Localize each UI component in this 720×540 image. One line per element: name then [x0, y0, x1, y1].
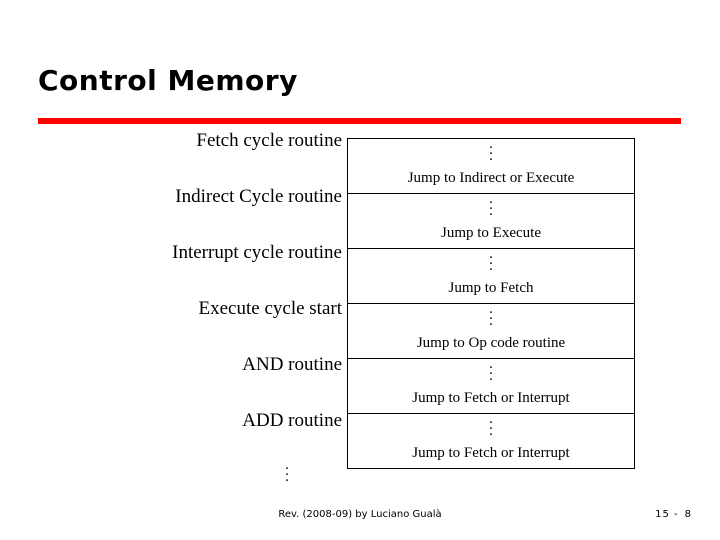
page-number-prefix: 15 - — [655, 509, 679, 520]
vertical-dots-icon: ... — [489, 136, 493, 164]
row-label: Indirect Cycle routine — [175, 186, 342, 207]
control-memory-diagram: Fetch cycle routine Indirect Cycle routi… — [0, 130, 720, 469]
page-number: 15 - 8 — [655, 509, 692, 520]
row-label: Fetch cycle routine — [196, 130, 342, 151]
vertical-dots-icon: ... — [489, 301, 493, 329]
row-label: Interrupt cycle routine — [172, 242, 342, 263]
memory-box-text: Jump to Fetch or Interrupt — [412, 445, 570, 461]
memory-box: ... Jump to Op code routine — [348, 301, 634, 359]
diagram-row: AND routine — [0, 354, 720, 410]
trailing-vertical-dots-icon: ... — [285, 457, 289, 485]
row-label: ADD routine — [242, 410, 342, 431]
memory-box-text: Jump to Execute — [441, 225, 541, 241]
memory-box: ... Jump to Fetch or Interrupt — [348, 411, 634, 469]
diagram-row: Interrupt cycle routine — [0, 242, 720, 298]
memory-box: ... Jump to Indirect or Execute — [348, 136, 634, 194]
vertical-dots-icon: ... — [489, 246, 493, 274]
memory-box-text: Jump to Indirect or Execute — [407, 170, 575, 186]
row-labels: Fetch cycle routine Indirect Cycle routi… — [0, 130, 720, 466]
page-number-value: 8 — [684, 509, 692, 520]
control-memory-boxes: ... Jump to Indirect or Execute ... Jump… — [347, 136, 635, 469]
memory-box: ... Jump to Execute — [348, 191, 634, 249]
diagram-row: Execute cycle start — [0, 298, 720, 354]
diagram-row: Indirect Cycle routine — [0, 186, 720, 242]
row-label: AND routine — [242, 354, 342, 375]
memory-box-text: Jump to Fetch or Interrupt — [412, 390, 570, 406]
diagram-row: Fetch cycle routine — [0, 130, 720, 186]
memory-box: ... Jump to Fetch or Interrupt — [348, 356, 634, 414]
vertical-dots-icon: ... — [489, 191, 493, 219]
memory-box-text: Jump to Op code routine — [416, 335, 566, 351]
diagram-row: ADD routine — [0, 410, 720, 466]
page-title: Control Memory — [38, 64, 298, 97]
memory-box: ... Jump to Fetch — [348, 246, 634, 304]
vertical-dots-icon: ... — [489, 356, 493, 384]
row-label: Execute cycle start — [198, 298, 342, 319]
vertical-dots-icon: ... — [489, 411, 493, 439]
footer-credit: Rev. (2008-09) by Luciano Gualà — [278, 509, 442, 520]
title-divider — [38, 118, 681, 124]
memory-box-text: Jump to Fetch — [448, 280, 534, 296]
